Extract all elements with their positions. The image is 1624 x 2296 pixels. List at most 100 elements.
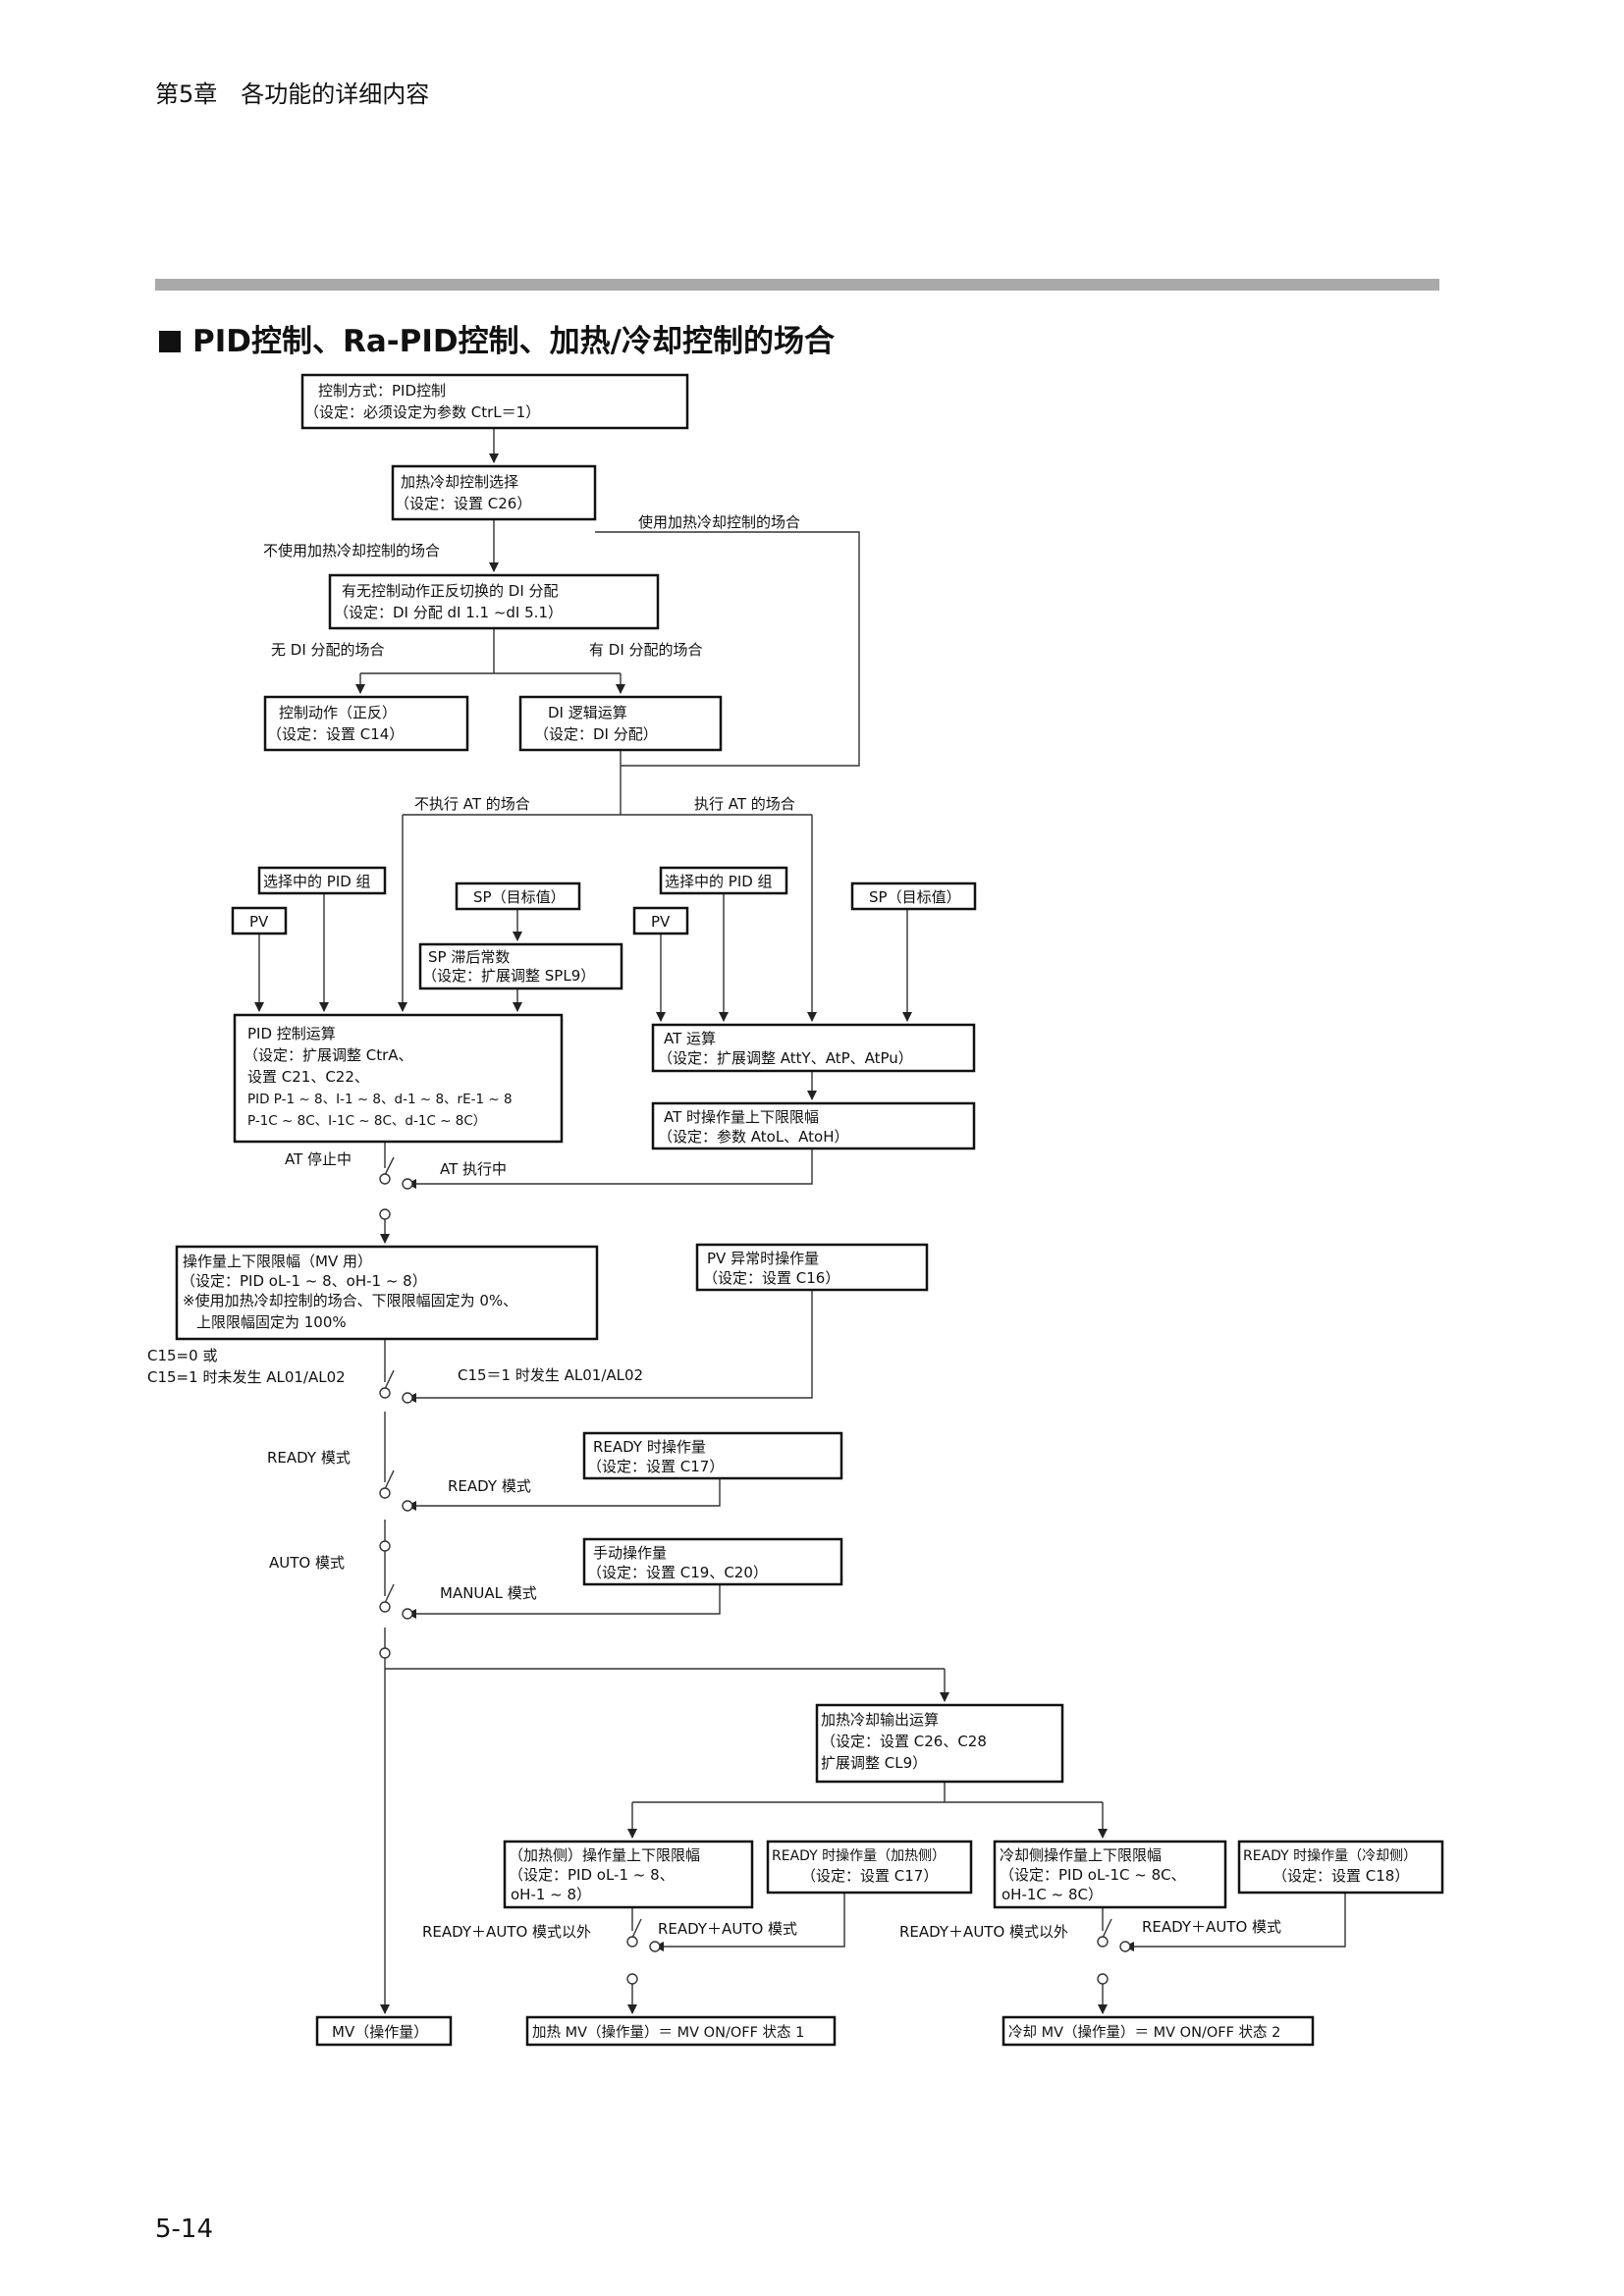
branch-label: READY＋AUTO 模式以外 <box>899 1923 1068 1941</box>
box-line: （设定：DI 分配 dI 1.1 ~dI 5.1） <box>334 604 563 621</box>
branch-label: 不使用加热冷却控制的场合 <box>263 542 440 560</box>
box-heatcool-output: 加热冷却输出运算 （设定：设置 C26、C28 扩展调整 CL9） <box>815 1703 1064 1784</box>
box-line: （设定：参数 AtoL、AtoH） <box>658 1128 849 1146</box>
branch-label: AUTO 模式 <box>269 1554 345 1572</box>
box-line: ※使用加热冷却控制的场合、下限限幅固定为 0%、 <box>183 1292 517 1309</box>
box-line: READY 时操作量 <box>593 1438 706 1456</box>
heat-switch-contact <box>626 1936 638 1948</box>
box-mv-limit: 操作量上下限限幅（MV 用） （设定：PID oL-1 ~ 8、oH-1 ~ 8… <box>175 1245 599 1341</box>
at-switch-contact <box>402 1178 413 1190</box>
box-cool-mv-output: 冷却 MV（操作量）＝ MV ON/OFF 状态 2 <box>1001 2015 1315 2047</box>
box-line: MV（操作量） <box>332 2023 428 2041</box>
box-sp-2: SP（目标值） <box>850 881 977 911</box>
box-line: 冷却侧操作量上下限限幅 <box>1000 1846 1162 1864</box>
box-line: 加热 MV（操作量）＝ MV ON/OFF 状态 1 <box>532 2024 804 2041</box>
branch-label: 有 DI 分配的场合 <box>589 641 703 659</box>
section-title: PID控制、Ra-PID控制、加热/冷却控制的场合 <box>192 324 835 359</box>
box-line: SP（目标值） <box>473 888 566 906</box>
heat-switch-contact <box>626 1973 638 1985</box>
box-line: PV <box>651 913 671 931</box>
at-switch-contact <box>379 1208 391 1220</box>
box-line: 加热冷却输出运算 <box>821 1711 939 1729</box>
box-pid-group-2: 选择中的 PID 组 <box>659 866 788 895</box>
branch-label: READY 模式 <box>448 1477 531 1495</box>
alarm-switch-contact <box>402 1392 413 1404</box>
box-control-method: 控制方式：PID控制 （设定：必须设定为参数 CtrL＝1） <box>300 373 689 430</box>
box-line: 选择中的 PID 组 <box>665 873 773 890</box>
box-line: P-1C ~ 8C、I-1C ~ 8C、d-1C ~ 8C） <box>247 1113 486 1129</box>
box-heat-limit: （加热侧）操作量上下限限幅 （设定：PID oL-1 ~ 8、 oH-1 ~ 8… <box>503 1840 754 1909</box>
ready-switch-contact <box>379 1540 391 1552</box>
box-line: AT 运算 <box>664 1030 716 1047</box>
box-line: （设定：设置 C18） <box>1272 1867 1409 1885</box>
box-line: SP 滞后常数 <box>428 948 510 966</box>
switch-contacts <box>379 1173 1131 1985</box>
box-pid-group-1: 选择中的 PID 组 <box>257 866 387 895</box>
box-line: （设定：扩展调整 SPL9） <box>422 967 595 985</box>
connectors <box>254 428 1346 2014</box>
branch-label: C15=0 或 <box>147 1347 217 1364</box>
box-line: oH-1 ~ 8） <box>511 1886 591 1903</box>
branch-label: READY＋AUTO 模式以外 <box>422 1923 591 1941</box>
branch-labels: 使用加热冷却控制的场合 不使用加热冷却控制的场合 无 DI 分配的场合 有 DI… <box>147 513 1281 1941</box>
branch-label: 使用加热冷却控制的场合 <box>638 513 800 531</box>
box-line: oH-1C ~ 8C） <box>1001 1886 1103 1903</box>
cool-switch-contact <box>1097 1936 1109 1948</box>
box-ready-mv: READY 时操作量 （设定：设置 C17） <box>582 1431 843 1480</box>
box-line: 设置 C21、C22、 <box>247 1068 369 1086</box>
box-line: 有无控制动作正反切换的 DI 分配 <box>342 582 559 600</box>
alarm-switch-contact <box>379 1387 391 1399</box>
box-line: PID 控制运算 <box>247 1025 336 1042</box>
box-sp-lag: SP 滞后常数 （设定：扩展调整 SPL9） <box>418 942 623 990</box>
branch-label: MANUAL 模式 <box>440 1584 537 1602</box>
header-rule <box>155 279 1439 291</box>
box-line: （设定：扩展调整 CtrA、 <box>244 1046 413 1064</box>
branch-label: C15=1 时未发生 AL01/AL02 <box>147 1368 346 1386</box>
box-manual-mv: 手动操作量 （设定：设置 C19、C20） <box>582 1537 843 1586</box>
box-cool-limit: 冷却侧操作量上下限限幅 （设定：PID oL-1C ~ 8C、 oH-1C ~ … <box>993 1840 1227 1909</box>
box-heatcool-select: 加热冷却控制选择 （设定：设置 C26） <box>391 464 597 521</box>
square-bullet-icon <box>159 331 181 352</box>
at-switch-contact <box>379 1173 391 1185</box>
box-ready-cool: READY 时操作量（冷却侧） （设定：设置 C18） <box>1237 1840 1444 1895</box>
section-heading: PID控制、Ra-PID控制、加热/冷却控制的场合 <box>159 316 835 360</box>
box-line: AT 时操作量上下限限幅 <box>664 1108 819 1126</box>
box-line: （设定：扩展调整 AttY、AtP、AtPu） <box>658 1049 913 1067</box>
branch-label: READY 模式 <box>267 1449 351 1467</box>
branch-label: AT 停止中 <box>285 1150 352 1168</box>
box-line: PV 异常时操作量 <box>707 1250 819 1267</box>
box-line: 操作量上下限限幅（MV 用） <box>183 1253 372 1270</box>
box-line: SP（目标值） <box>869 888 961 906</box>
heat-switch-contact <box>649 1941 661 1952</box>
box-line: （设定：必须设定为参数 CtrL＝1） <box>304 403 540 421</box>
box-line: （设定：设置 C14） <box>267 725 404 743</box>
box-line: （加热侧）操作量上下限限幅 <box>509 1846 700 1864</box>
chapter-header: 第5章 各功能的详细内容 <box>155 80 430 108</box>
branch-label: C15＝1 时发生 AL01/AL02 <box>458 1366 643 1384</box>
box-pv-2: PV <box>632 906 689 935</box>
box-line: （设定：PID oL-1 ~ 8、oH-1 ~ 8） <box>181 1272 427 1290</box>
page-number: 5-14 <box>155 2215 214 2244</box>
box-line: （设定：设置 C17） <box>587 1458 724 1475</box>
box-at-mv-limit: AT 时操作量上下限限幅 （设定：参数 AtoL、AtoH） <box>651 1101 976 1150</box>
box-line: （设定：设置 C16） <box>703 1269 839 1287</box>
box-line: PV <box>249 913 269 931</box>
box-line: 冷却 MV（操作量）＝ MV ON/OFF 状态 2 <box>1008 2024 1280 2041</box>
box-pid-calc: PID 控制运算 （设定：扩展调整 CtrA、 设置 C21、C22、 PID … <box>233 1013 564 1144</box>
branch-label: 执行 AT 的场合 <box>694 795 795 813</box>
box-line: （设定：设置 C26、C28 <box>821 1733 987 1750</box>
branch-label: AT 执行中 <box>440 1160 507 1178</box>
box-di-logic: DI 逻辑运算 （设定：DI 分配） <box>518 695 723 752</box>
box-ready-heat: READY 时操作量（加热侧） （设定：设置 C17） <box>766 1840 973 1895</box>
box-line: （设定：DI 分配） <box>534 725 658 743</box>
box-line: 控制方式：PID控制 <box>318 382 446 400</box>
box-line: 选择中的 PID 组 <box>263 873 371 890</box>
box-line: （设定：设置 C17） <box>801 1867 938 1885</box>
box-line: PID P-1 ~ 8、I-1 ~ 8、d-1 ~ 8、rE-1 ~ 8 <box>247 1092 513 1107</box>
branch-label: READY＋AUTO 模式 <box>658 1920 797 1938</box>
box-pv-abnormal: PV 异常时操作量 （设定：设置 C16） <box>695 1243 929 1292</box>
box-sp-1: SP（目标值） <box>455 881 581 911</box>
ready-switch-contact <box>379 1487 391 1499</box>
box-control-action: 控制动作（正反） （设定：设置 C14） <box>263 695 469 752</box>
